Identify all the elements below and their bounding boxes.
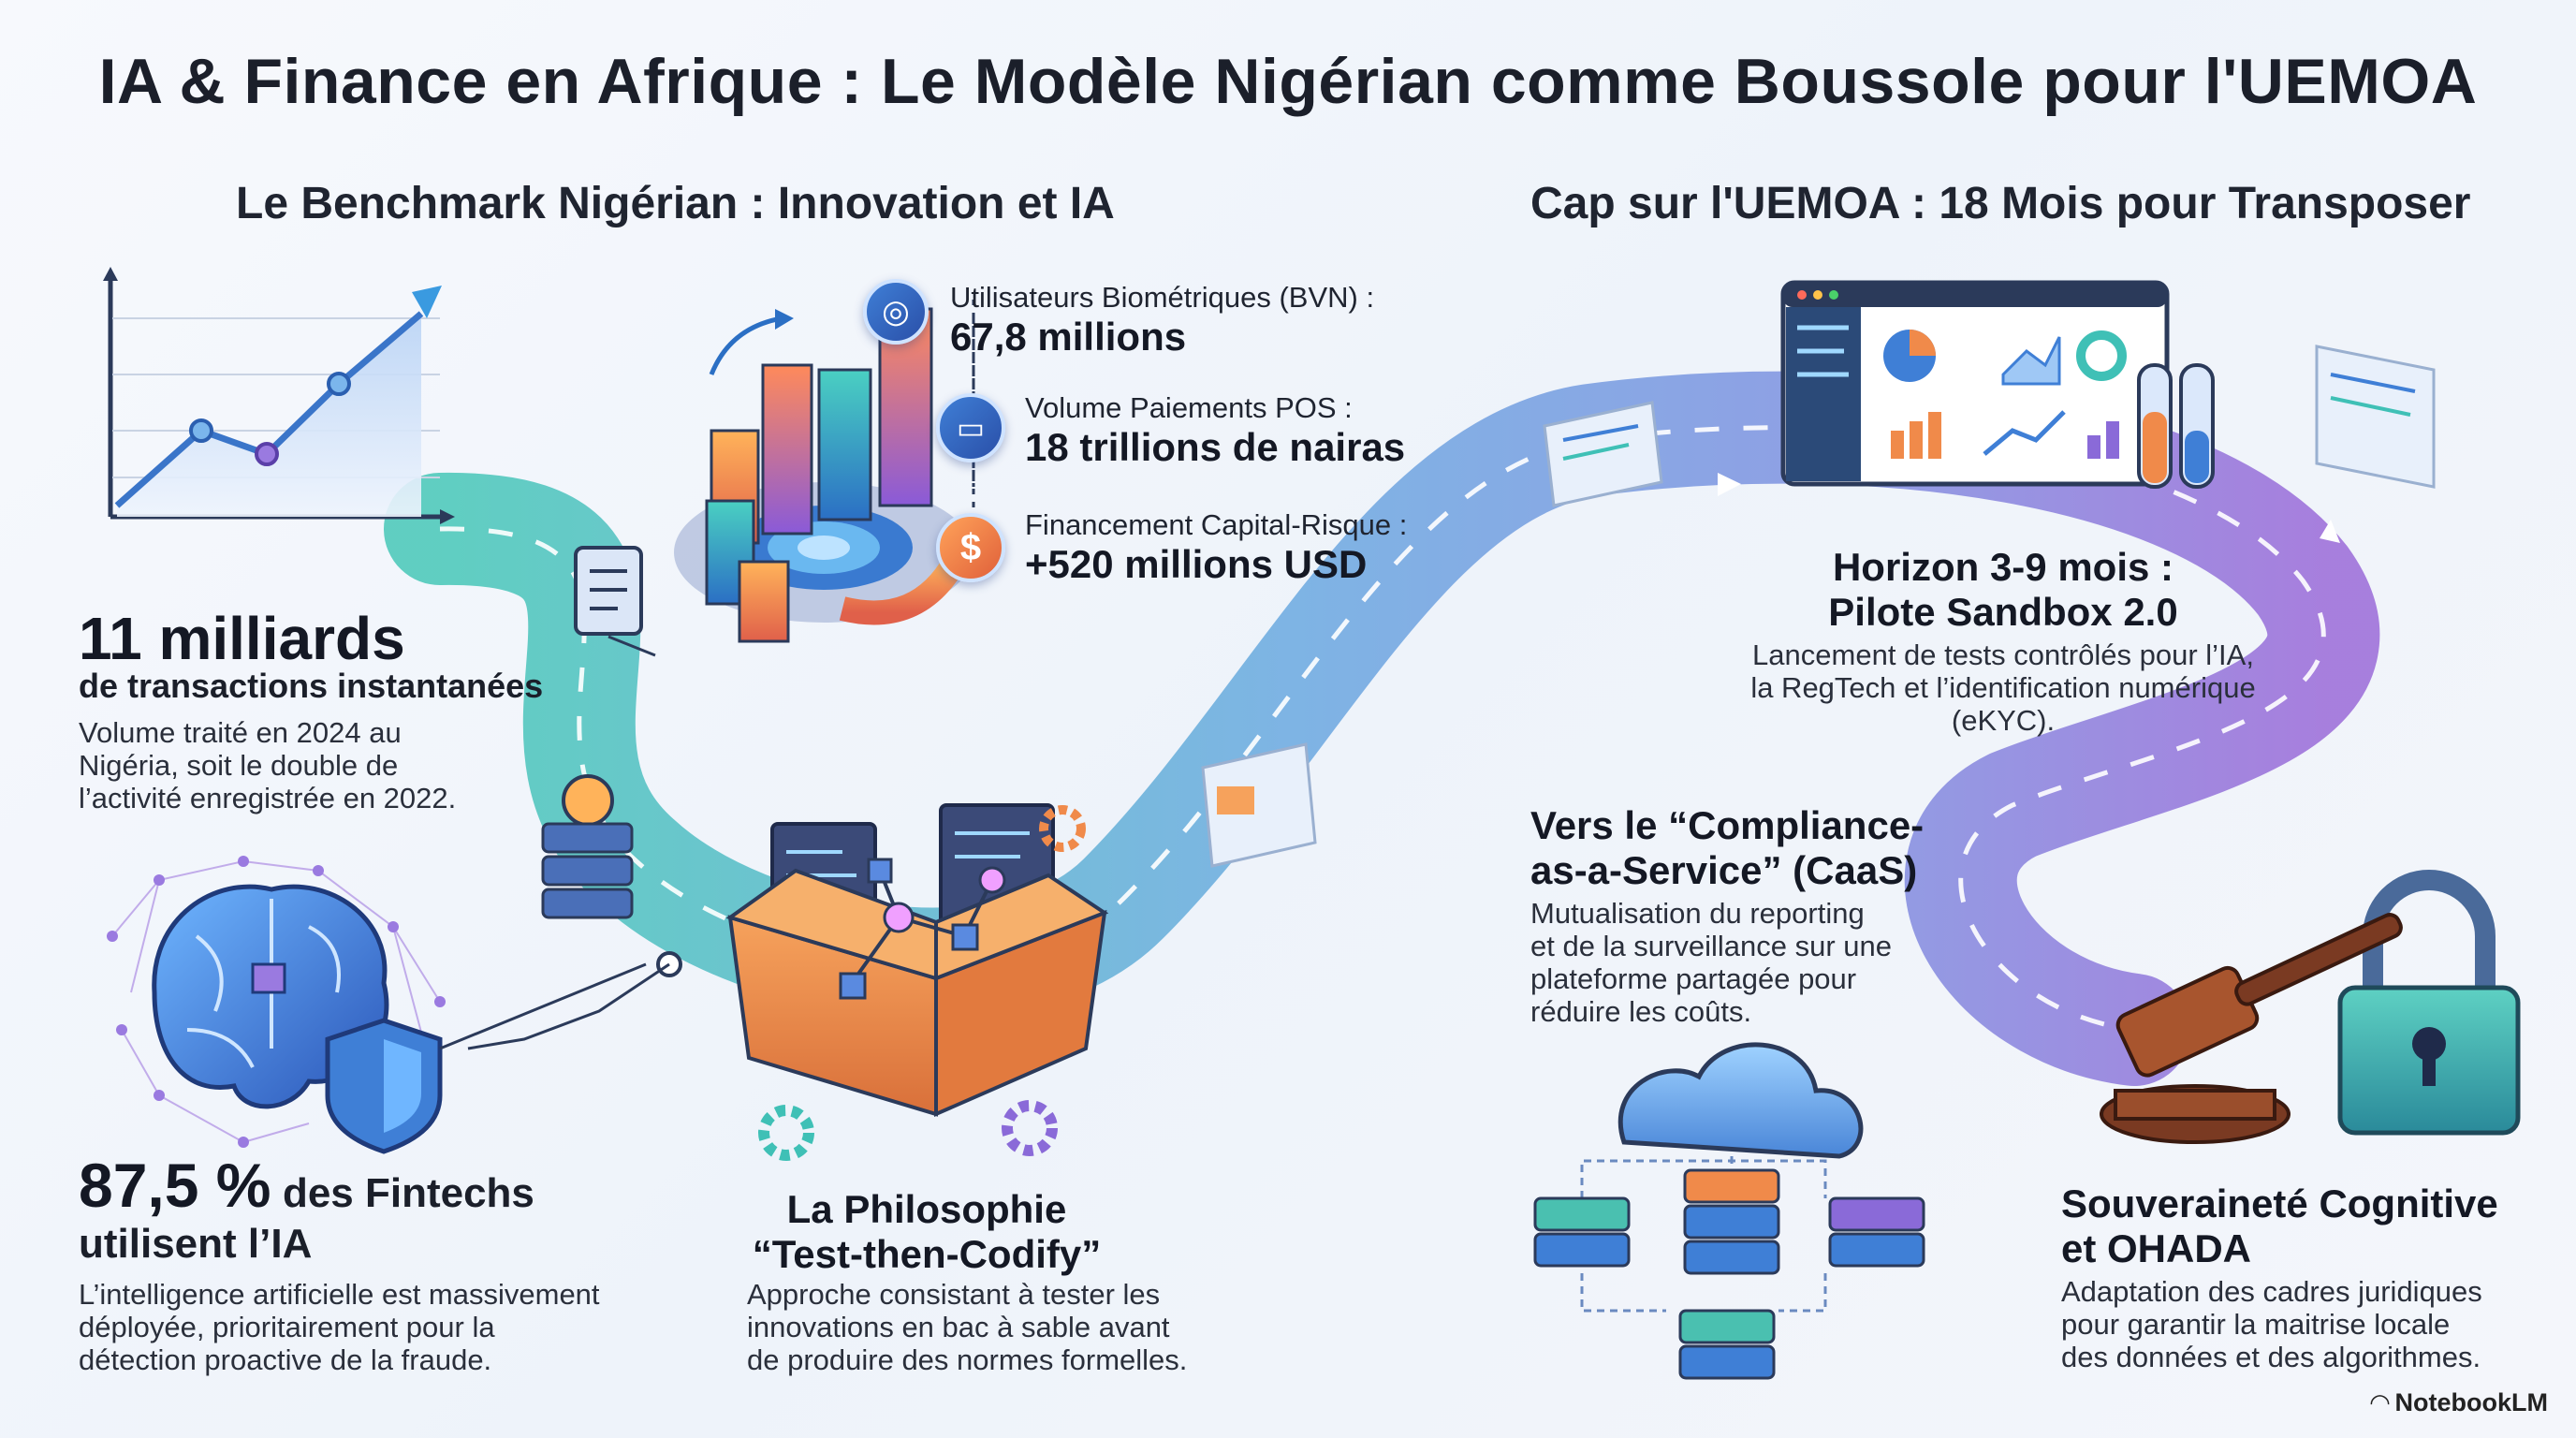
stat-value: 67,8 millions <box>950 315 1187 359</box>
gavel-icon <box>2100 913 2403 1144</box>
bar-chart-cluster-icon <box>674 300 975 643</box>
document-icon <box>1201 345 2436 868</box>
line-chart-icon <box>103 267 455 524</box>
horizon-heading: Horizon 3-9 mois : Pilote Sandbox 2.0 <box>1828 545 2178 634</box>
gear-icon <box>758 805 1086 1161</box>
database-server-icon <box>541 774 634 919</box>
page-title: IA & Finance en Afrique : Le Modèle Nigé… <box>98 46 2478 117</box>
fintech-subtitle: utilisent l’IA <box>79 1221 313 1267</box>
stat-value: 18 trillions de nairas <box>1025 425 1406 469</box>
sovereignty-heading: Souveraineté Cognitive et OHADA <box>2061 1181 2498 1270</box>
test-tubes-icon <box>2137 363 2215 489</box>
notebooklm-logo-icon: ◠ <box>2370 1388 2390 1416</box>
sovereignty-description: Adaptation des cadres juridiques pour ga… <box>2061 1275 2482 1373</box>
stat-label: Volume Paiements POS : <box>1025 391 1353 424</box>
transactions-description: Volume traité en 2024 au Nigéria, soit l… <box>79 716 457 814</box>
stat-label: Utilisateurs Biométriques (BVN) : <box>950 281 1375 314</box>
fintech-headline: 87,5 % des Fintechs <box>79 1151 534 1220</box>
shield-icon <box>325 1018 443 1154</box>
philosophy-heading: La Philosophie “Test-then-Codify” <box>752 1187 1102 1276</box>
transactions-big-number: 11 milliards <box>79 605 405 672</box>
horizon-description: Lancement de tests contrôlés pour l’IA, … <box>1750 638 2256 737</box>
padlock-icon <box>2337 870 2521 1136</box>
stat-label: Financement Capital-Risque : <box>1025 508 1408 541</box>
open-box-icon <box>725 803 1109 1118</box>
cloud-server-icon <box>1533 1042 1925 1380</box>
caas-description: Mutualisation du reporting et de la surv… <box>1530 897 1893 1028</box>
brand-watermark: ◠NotebookLM <box>2370 1388 2548 1416</box>
philosophy-description: Approche consistant à tester les innovat… <box>747 1278 1188 1376</box>
stat-value: +520 millions USD <box>1025 542 1368 586</box>
right-section-heading: Cap sur l'UEMOA : 18 Mois pour Transpose… <box>1530 179 2471 228</box>
left-section-heading: Le Benchmark Nigérian : Innovation et IA <box>236 179 1115 228</box>
caas-heading: Vers le “Compliance- as-a-Service” (CaaS… <box>1530 803 1925 892</box>
dollar-coin-icon: $ <box>936 513 1005 582</box>
pos-card-icon: ▭ <box>936 393 1005 462</box>
transactions-subtitle: de transactions instantanées <box>79 667 544 705</box>
fingerprint-icon: ◎ <box>863 279 929 345</box>
document-icon <box>574 546 656 657</box>
dashboard-screen-icon <box>1780 280 2170 487</box>
fintech-description: L’intelligence artificielle est massivem… <box>79 1278 600 1376</box>
